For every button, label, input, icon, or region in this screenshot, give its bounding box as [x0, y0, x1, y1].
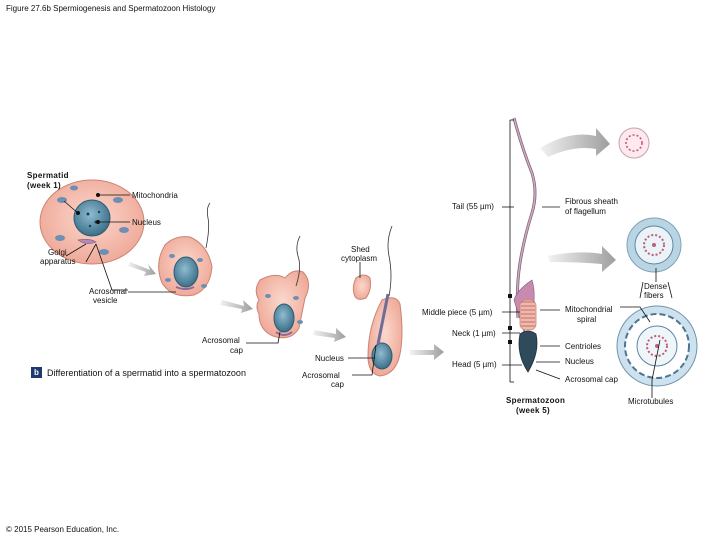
label-acrosomal-cap-left: Acrosomal — [202, 336, 240, 345]
label-head: Head (5 µm) — [452, 360, 497, 369]
process-arrows — [128, 262, 444, 360]
label-dense-fibers: Dense — [644, 282, 668, 291]
cross-section-1 — [618, 127, 650, 159]
label-acrosomal-cap-right: Acrosomal cap — [565, 375, 618, 384]
label-spermatozoon: Spermatozoon — [506, 396, 566, 405]
spermatid-cell-1 — [39, 179, 145, 265]
label-acrosomal-cap-mid-2: cap — [331, 380, 344, 389]
label-acrosomal-vesicle: Acrosomal — [89, 287, 127, 296]
label-spermatid: Spermatid — [27, 171, 69, 180]
cross-section-3 — [616, 305, 698, 387]
label-golgi-2: apparatus — [40, 257, 76, 266]
label-dense-fibers-2: fibers — [644, 291, 664, 300]
figure-title: Figure 27.6b Spermiogenesis and Spermato… — [6, 4, 216, 13]
spermatid-cell-2 — [158, 202, 213, 297]
label-shed-2: cytoplasm — [341, 254, 378, 263]
label-mitochondria: Mitochondria — [132, 191, 178, 200]
label-spermatozoon-week: (week 5) — [516, 406, 550, 415]
label-neck: Neck (1 µm) — [452, 329, 496, 338]
label-acrosomal-cap-mid: Acrosomal — [302, 371, 340, 380]
shed-cytoplasm — [352, 274, 371, 300]
label-nucleus-right: Nucleus — [565, 357, 594, 366]
caption-text: Differentiation of a spermatid into a sp… — [47, 368, 246, 378]
cross-section-2 — [626, 217, 682, 273]
label-golgi: Golgi — [48, 248, 67, 257]
label-mitochondrial-spiral: Mitochondrial — [565, 305, 613, 314]
label-mitochondrial-spiral-2: spiral — [577, 315, 597, 324]
spermatid-cell-3 — [255, 235, 309, 339]
label-nucleus-top: Nucleus — [132, 218, 161, 227]
label-acrosomal-cap-left-2: cap — [230, 346, 243, 355]
spermatid-cell-4 — [367, 225, 403, 377]
label-fibrous-sheath: Fibrous sheath — [565, 197, 618, 206]
label-tail: Tail (55 µm) — [452, 202, 494, 211]
label-acrosomal-vesicle-2: vesicle — [93, 296, 118, 305]
leader-lines — [63, 192, 673, 398]
caption-badge: b — [31, 367, 42, 378]
label-fibrous-sheath-2: of flagellum — [565, 207, 606, 216]
label-centrioles: Centrioles — [565, 342, 602, 351]
copyright: © 2015 Pearson Education, Inc. — [6, 525, 120, 534]
label-nucleus-mid: Nucleus — [315, 354, 344, 363]
spermatozoon — [508, 117, 538, 383]
label-spermatid-week: (week 1) — [27, 181, 61, 190]
label-shed: Shed — [351, 245, 370, 254]
label-middle-piece: Middle piece (5 µm) — [422, 308, 493, 317]
section-arrows — [540, 128, 616, 272]
label-microtubules: Microtubules — [628, 397, 674, 406]
